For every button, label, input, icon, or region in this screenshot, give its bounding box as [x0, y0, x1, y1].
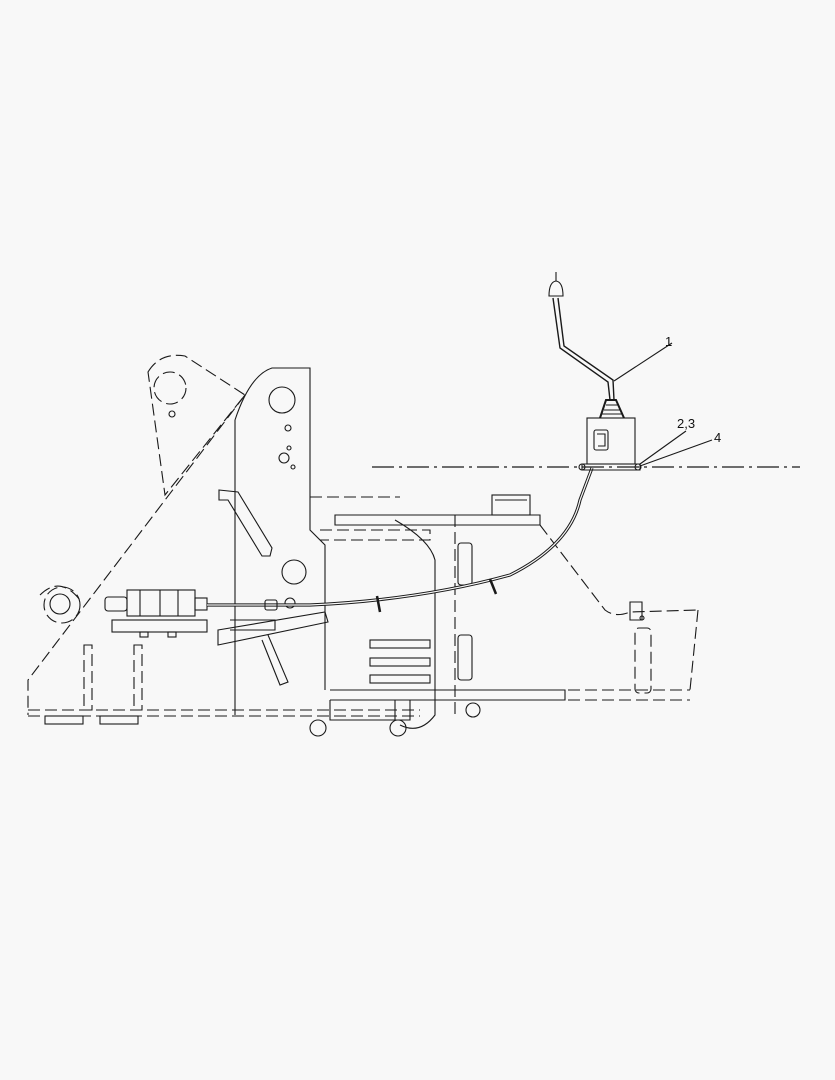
- control-cable: [207, 467, 594, 613]
- callout-1: 1: [665, 334, 672, 349]
- joystick-control: [578, 399, 642, 471]
- boom-arm-outline: [27, 354, 246, 715]
- joystick-lever: [548, 272, 615, 401]
- right-frame-section: [539, 524, 699, 694]
- callout-4: 4: [714, 430, 721, 445]
- loader-tower: [218, 367, 326, 715]
- callout-2-3: 2,3: [677, 416, 695, 431]
- chassis-structure: [309, 494, 541, 737]
- callout-leaders: [613, 342, 713, 467]
- frame-rails: [28, 644, 690, 725]
- control-valve-assembly: [104, 589, 329, 686]
